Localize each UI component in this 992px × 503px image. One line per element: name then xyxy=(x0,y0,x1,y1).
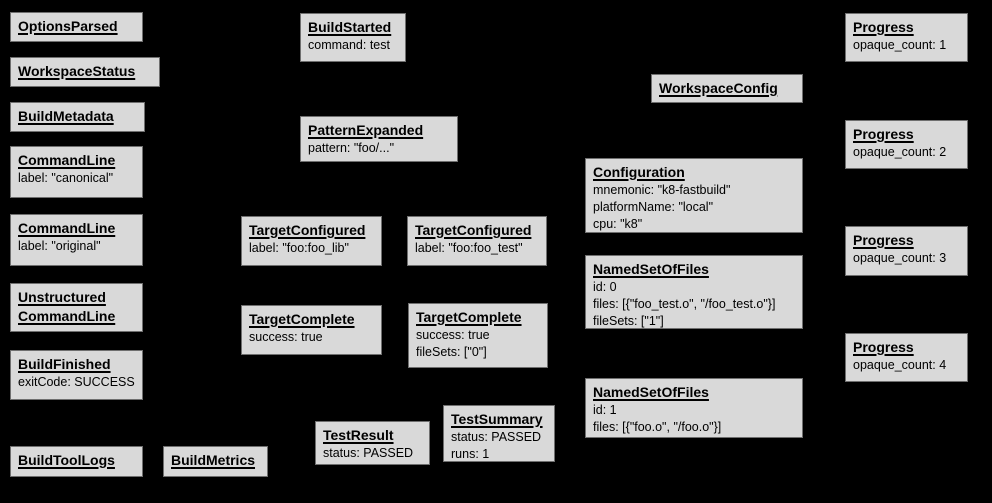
event-node-named-set-of-files-0: NamedSetOfFiles id: 0 files: [{"foo_test… xyxy=(585,255,803,329)
node-attribute: label: "foo:foo_lib" xyxy=(249,241,349,255)
node-attribute: command: test xyxy=(308,38,390,52)
node-title: PatternExpanded xyxy=(308,122,424,138)
event-node-unstructured-command-line: Unstructured CommandLine xyxy=(10,283,143,332)
event-node-target-configured-foo-lib: TargetConfigured label: "foo:foo_lib" xyxy=(241,216,382,266)
node-attribute: id: 0 xyxy=(593,280,617,294)
node-title: WorkspaceConfig xyxy=(659,80,778,96)
node-title: Progress xyxy=(853,232,914,248)
node-title: NamedSetOfFiles xyxy=(593,261,709,277)
event-node-target-configured-foo-test: TargetConfigured label: "foo:foo_test" xyxy=(407,216,547,266)
event-node-workspace-status: WorkspaceStatus xyxy=(10,57,160,87)
node-attribute: platformName: "local" xyxy=(593,200,714,214)
node-title: TargetComplete xyxy=(416,309,522,325)
node-attribute: files: [{"foo_test.o", "/foo_test.o"}] xyxy=(593,297,776,311)
node-attribute: opaque_count: 1 xyxy=(853,38,947,52)
node-attribute: fileSets: ["1"] xyxy=(593,314,664,328)
event-node-command-line-canonical: CommandLine label: "canonical" xyxy=(10,146,143,198)
node-title: TargetConfigured xyxy=(415,222,532,238)
node-title: CommandLine xyxy=(18,220,116,236)
node-title: TargetConfigured xyxy=(249,222,366,238)
event-node-target-complete-foo-lib: TargetComplete success: true xyxy=(241,305,382,355)
node-title: BuildMetadata xyxy=(18,108,114,124)
node-attribute: mnemonic: "k8-fastbuild" xyxy=(593,183,731,197)
node-attribute: pattern: "foo/..." xyxy=(308,141,395,155)
event-node-progress-2: Progress opaque_count: 2 xyxy=(845,120,968,169)
node-title: TargetComplete xyxy=(249,311,355,327)
event-node-progress-1: Progress opaque_count: 1 xyxy=(845,13,968,62)
event-node-progress-4: Progress opaque_count: 4 xyxy=(845,333,968,382)
node-title: NamedSetOfFiles xyxy=(593,384,709,400)
node-attribute: exitCode: SUCCESS xyxy=(18,375,135,389)
node-attribute: id: 1 xyxy=(593,403,617,417)
node-attribute: opaque_count: 3 xyxy=(853,251,947,265)
node-title: Unstructured CommandLine xyxy=(18,289,116,324)
node-title: TestSummary xyxy=(451,411,543,427)
node-attribute: cpu: "k8" xyxy=(593,217,643,231)
node-attribute: status: PASSED xyxy=(451,430,542,444)
node-attribute: opaque_count: 4 xyxy=(853,358,947,372)
node-title: Progress xyxy=(853,126,914,142)
node-title: Progress xyxy=(853,19,914,35)
node-title: BuildToolLogs xyxy=(18,452,115,468)
event-node-build-metadata: BuildMetadata xyxy=(10,102,145,132)
node-attribute: status: PASSED xyxy=(323,446,414,460)
node-title: Progress xyxy=(853,339,914,355)
event-node-build-started: BuildStarted command: test xyxy=(300,13,406,62)
event-node-build-tool-logs: BuildToolLogs xyxy=(10,446,143,477)
event-node-test-summary: TestSummary status: PASSED runs: 1 xyxy=(443,405,555,462)
node-title: WorkspaceStatus xyxy=(18,63,136,79)
node-attribute: label: "original" xyxy=(18,239,101,253)
event-node-test-result: TestResult status: PASSED xyxy=(315,421,430,465)
event-node-target-complete-foo-test: TargetComplete success: true fileSets: [… xyxy=(408,303,548,368)
node-title: Configuration xyxy=(593,164,685,180)
event-node-pattern-expanded: PatternExpanded pattern: "foo/..." xyxy=(300,116,458,162)
event-node-progress-3: Progress opaque_count: 3 xyxy=(845,226,968,276)
event-node-build-finished: BuildFinished exitCode: SUCCESS xyxy=(10,350,143,400)
node-attribute: label: "foo:foo_test" xyxy=(415,241,523,255)
event-node-command-line-original: CommandLine label: "original" xyxy=(10,214,143,266)
node-title: TestResult xyxy=(323,427,394,443)
node-attribute: files: [{"foo.o", "/foo.o"}] xyxy=(593,420,722,434)
node-attribute: success: true xyxy=(416,328,490,342)
node-title: BuildFinished xyxy=(18,356,111,372)
event-node-configuration: Configuration mnemonic: "k8-fastbuild" p… xyxy=(585,158,803,233)
node-attribute: opaque_count: 2 xyxy=(853,145,947,159)
node-title: OptionsParsed xyxy=(18,18,118,34)
event-node-workspace-config: WorkspaceConfig xyxy=(651,74,803,103)
node-attribute: label: "canonical" xyxy=(18,171,114,185)
node-attribute: fileSets: ["0"] xyxy=(416,345,487,359)
node-attribute: success: true xyxy=(249,330,323,344)
event-node-options-parsed: OptionsParsed xyxy=(10,12,143,42)
node-title: CommandLine xyxy=(18,152,116,168)
node-title: BuildMetrics xyxy=(171,452,256,468)
event-node-build-metrics: BuildMetrics xyxy=(163,446,268,477)
node-attribute: runs: 1 xyxy=(451,447,490,461)
event-node-named-set-of-files-1: NamedSetOfFiles id: 1 files: [{"foo.o", … xyxy=(585,378,803,438)
node-title: BuildStarted xyxy=(308,19,392,35)
